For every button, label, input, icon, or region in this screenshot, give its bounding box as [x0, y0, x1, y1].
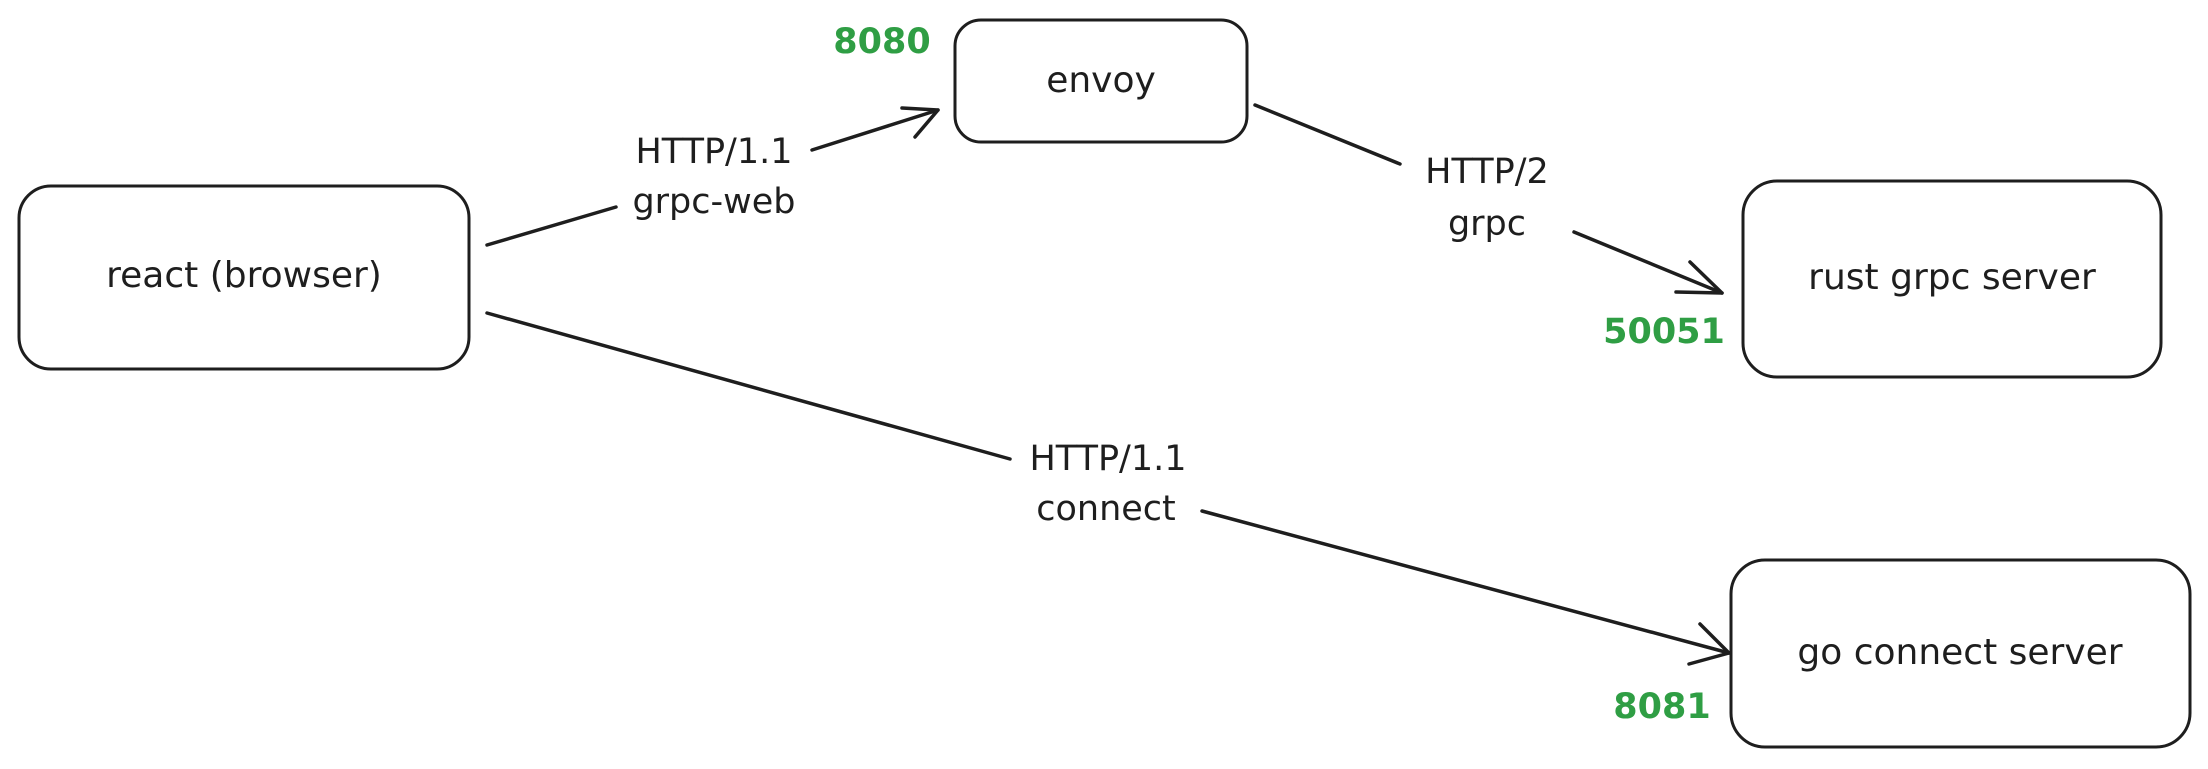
edge-browser-envoy-protocol: HTTP/1.1 — [635, 132, 792, 172]
node-envoy: envoy — [953, 18, 1249, 144]
edge-browser-go-arrowhead — [1687, 622, 1731, 666]
port-label-rust: 50051 — [1603, 312, 1725, 352]
edge-browser-envoy-line-a — [485, 205, 618, 247]
node-rust-grpc-server-box — [1741, 179, 2163, 379]
edge-browser-envoy-encoding: grpc-web — [632, 182, 795, 222]
edge-envoy-rust-line-b — [1572, 230, 1724, 295]
node-rust-grpc-server-label: rust grpc server — [1808, 257, 2096, 298]
node-go-connect-server-label: go connect server — [1797, 632, 2122, 673]
edge-envoy-rust-line-a — [1253, 103, 1402, 166]
edge-envoy-rust-protocol: HTTP/2 — [1425, 152, 1549, 192]
node-react-browser-box — [17, 184, 471, 371]
edge-browser-go-line-b — [1200, 509, 1731, 655]
edge-envoy-rust: HTTP/2 grpc — [1253, 103, 1724, 295]
node-go-connect-server: go connect server — [1729, 558, 2192, 749]
edge-browser-go-line-a — [485, 311, 1012, 461]
edge-browser-go-protocol: HTTP/1.1 — [1029, 439, 1186, 479]
port-label-envoy: 8080 — [833, 22, 930, 62]
edge-envoy-rust-arrowhead — [1674, 260, 1724, 295]
edge-browser-envoy: HTTP/1.1 grpc-web — [485, 106, 940, 247]
node-envoy-box — [953, 18, 1249, 144]
edge-browser-envoy-line-b — [810, 108, 940, 152]
node-go-connect-server-box — [1729, 558, 2192, 749]
node-envoy-label: envoy — [1046, 60, 1156, 101]
edge-browser-envoy-arrowhead — [900, 106, 940, 139]
node-react-browser: react (browser) — [17, 184, 471, 371]
edge-envoy-rust-encoding: grpc — [1448, 204, 1526, 244]
port-label-go: 8081 — [1613, 687, 1710, 727]
node-react-browser-label: react (browser) — [106, 255, 382, 296]
edge-browser-go-encoding: connect — [1036, 489, 1176, 529]
node-rust-grpc-server: rust grpc server — [1741, 179, 2163, 379]
edge-browser-go: HTTP/1.1 connect — [485, 311, 1731, 666]
